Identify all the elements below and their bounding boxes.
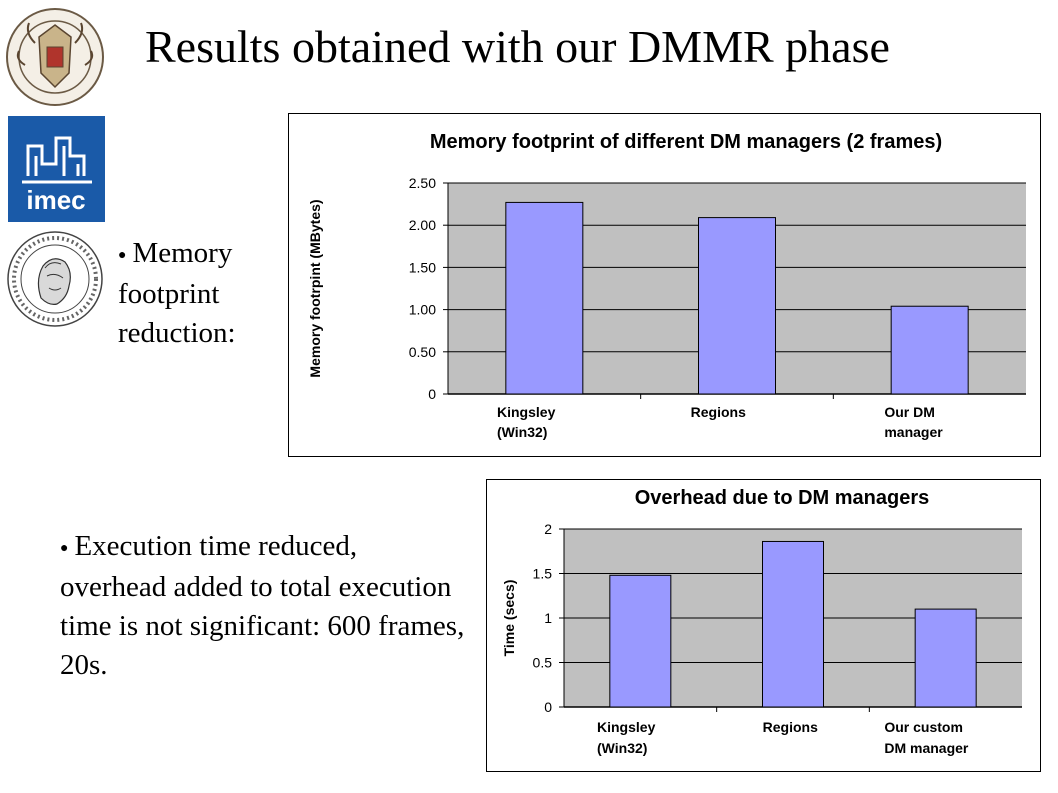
x-tick-label: Kingsley(Win32) bbox=[497, 404, 556, 440]
memory-footprint-chart: Memory footprint of different DM manager… bbox=[288, 113, 1041, 457]
crest-icon bbox=[5, 3, 105, 111]
x-tick-label: Kingsley(Win32) bbox=[597, 719, 656, 756]
bullet-execution-time: ●Execution time reduced, overhead added … bbox=[60, 527, 470, 685]
slide-title: Results obtained with our DMMR phase bbox=[145, 21, 890, 72]
bullet-dot-icon: ● bbox=[118, 247, 127, 263]
bar bbox=[698, 217, 776, 395]
y-tick-label: 0.50 bbox=[409, 344, 436, 360]
bullet-dot-icon: ● bbox=[60, 540, 69, 556]
bar bbox=[505, 201, 584, 395]
y-tick-label: 0.5 bbox=[533, 655, 553, 671]
bullet-memory-footprint: ●Memory footprint reduction: bbox=[118, 234, 268, 353]
bullet-text: Memory footprint reduction: bbox=[118, 237, 236, 349]
x-tick-label: Regions bbox=[691, 404, 746, 420]
imec-logo-text: imec bbox=[26, 185, 85, 215]
imec-logo: imec bbox=[8, 116, 105, 222]
seal-icon bbox=[5, 228, 105, 330]
x-tick-label: Regions bbox=[763, 719, 818, 735]
y-tick-label: 1.00 bbox=[409, 302, 436, 318]
y-tick-label: 1.50 bbox=[409, 259, 436, 275]
bar bbox=[609, 574, 672, 708]
chart-title: Memory footprint of different DM manager… bbox=[430, 131, 942, 153]
y-axis-label: Memory footrpint (MBytes) bbox=[307, 199, 323, 377]
y-tick-label: 0 bbox=[428, 386, 436, 402]
y-tick-label: 2.00 bbox=[409, 217, 436, 233]
overhead-chart-svg: Overhead due to DM managers 0 0.5 1 1.5 2King… bbox=[501, 487, 1022, 756]
bar bbox=[890, 305, 969, 395]
y-tick-label: 2 bbox=[544, 521, 552, 537]
bar bbox=[914, 608, 977, 708]
y-tick-label: 1.5 bbox=[533, 566, 553, 582]
bullet-text: Execution time reduced, overhead added t… bbox=[60, 530, 465, 681]
y-tick-label: 1 bbox=[544, 610, 552, 626]
chart-title: Overhead due to DM managers bbox=[635, 487, 930, 509]
bar bbox=[762, 540, 824, 708]
y-axis-label: Time (secs) bbox=[501, 580, 517, 657]
y-tick-label: 2.50 bbox=[409, 175, 436, 191]
memory-footprint-chart-svg: Memory footprint of different DM manager… bbox=[307, 131, 1026, 440]
y-tick-label: 0 bbox=[544, 699, 552, 715]
